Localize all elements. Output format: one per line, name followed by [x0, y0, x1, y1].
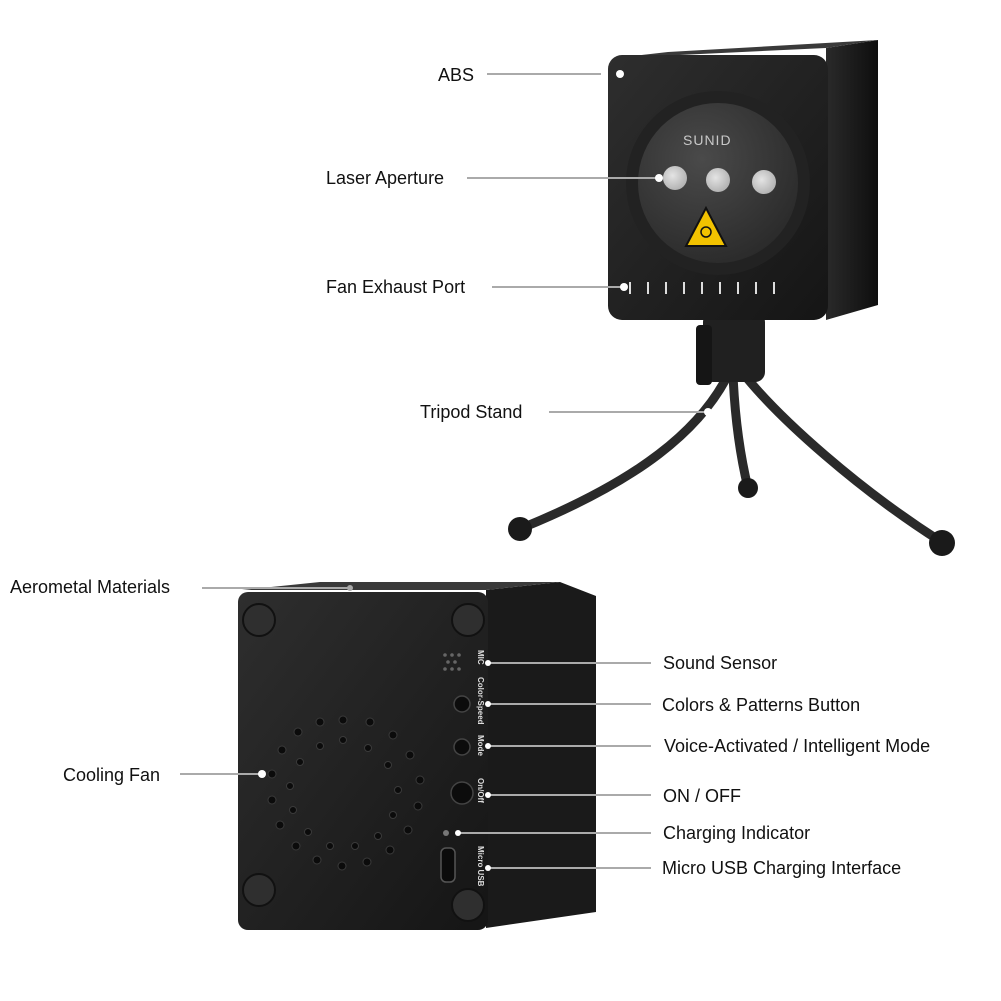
color-speed-button[interactable]: [453, 695, 471, 713]
callout-fan-exhaust-port: Fan Exhaust Port: [326, 277, 466, 297]
callout-cooling-fan: Cooling Fan: [63, 765, 161, 785]
power-button[interactable]: [450, 781, 474, 805]
callout-aerometal-materials: Aerometal Materials: [10, 577, 171, 597]
label-micro-usb: Micro USB: [476, 846, 485, 887]
callout-abs: ABS: [438, 65, 475, 85]
cooling-fan-grille: [267, 715, 425, 871]
callout-charging-indicator: Charging Indicator: [663, 823, 811, 843]
projector-body: [608, 40, 878, 320]
callout-sound-sensor: Sound Sensor: [663, 653, 778, 673]
callout-laser-aperture: Laser Aperture: [326, 168, 445, 188]
callout-micro-usb-interface: Micro USB Charging Interface: [662, 858, 902, 878]
label-mic: MIC: [476, 650, 485, 665]
leader-lines: [180, 70, 712, 871]
mic-holes: [443, 653, 461, 671]
label-color-speed: Color-Speed: [476, 677, 485, 725]
callout-colors-patterns-button: Colors & Patterns Button: [662, 695, 861, 715]
rear-unit: SUNID MIC Color-Speed Mode On/Off Micro …: [238, 132, 732, 930]
callout-tripod-stand: Tripod Stand: [420, 402, 523, 422]
callout-on-off: ON / OFF: [663, 786, 741, 806]
mode-button[interactable]: [453, 738, 471, 756]
callout-voice-activated-mode: Voice-Activated / Intelligent Mode: [664, 736, 931, 756]
label-on-off: On/Off: [476, 778, 485, 803]
micro-usb-port[interactable]: [440, 847, 456, 883]
charging-led: [443, 830, 449, 836]
tripod: [508, 312, 955, 556]
label-mode: Mode: [476, 735, 485, 756]
brand-logo: SUNID: [683, 132, 732, 148]
